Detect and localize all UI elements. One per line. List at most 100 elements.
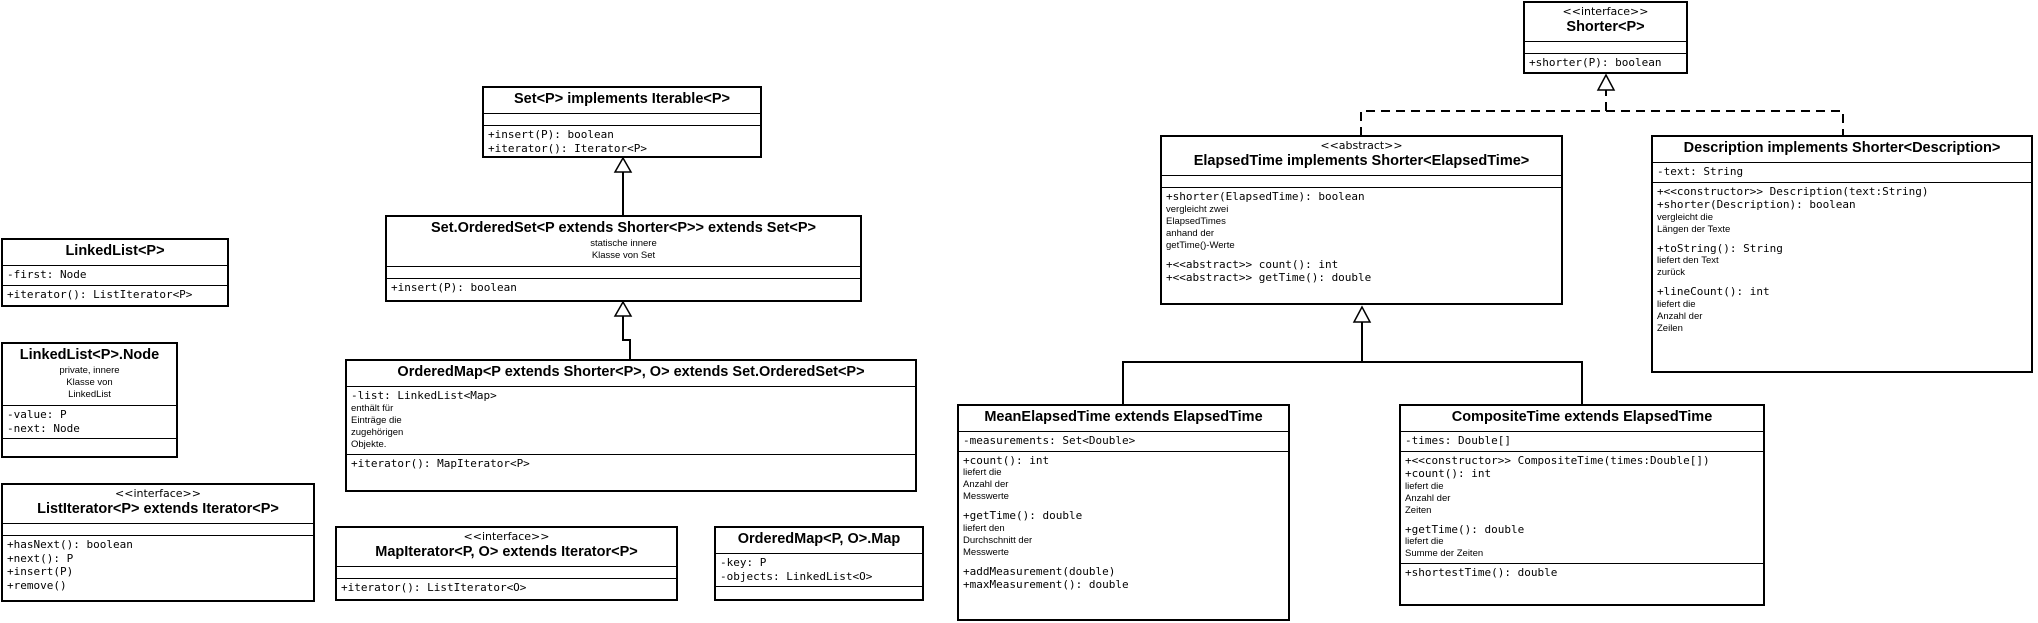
method-section: +iterator(): MapIterator<P> (347, 453, 915, 474)
method: +toString(): String (1657, 241, 1783, 255)
method: +count(): int (963, 453, 1050, 467)
method: +<<constructor>> CompositeTime(times:Dou… (1405, 453, 1710, 467)
realization-elapsedtime-shorter (1360, 110, 1844, 136)
attribute: -next: Node (7, 421, 80, 435)
attribute-description: Einträge die (351, 414, 402, 426)
attribute-section: -first: Node (3, 265, 227, 285)
stereotype-label: <<interface>> (115, 487, 201, 500)
attribute-description: zugehörigen (351, 426, 404, 438)
class-note: Klasse von Set (591, 250, 656, 261)
method-section: +shorter(P): boolean (1525, 53, 1686, 73)
method: +<<constructor>> Description(text:String… (1657, 184, 1929, 198)
method-section: +insert(P): boolean +iterator(): Iterato… (484, 125, 760, 158)
ordered-set-class: Set.OrderedSet<P extends Shorter<P>> ext… (385, 215, 862, 302)
class-name: CompositeTime extends ElapsedTime (1451, 409, 1713, 425)
composite-time-class: CompositeTime extends ElapsedTime -times… (1399, 404, 1765, 606)
attribute-section (387, 266, 860, 278)
class-name: ElapsedTime implements Shorter<ElapsedTi… (1193, 153, 1530, 169)
method-description: Anzahl der (1657, 310, 1703, 322)
attribute: -times: Double[] (1405, 434, 1511, 447)
class-name: MapIterator<P, O> extends Iterator<P> (375, 544, 638, 560)
map-iterator-interface: <<interface>> MapIterator<P, O> extends … (335, 526, 678, 601)
realization-arrowhead (1596, 73, 1616, 91)
stereotype-label: <<interface>> (463, 530, 550, 543)
method: +getTime(): double (1405, 522, 1525, 536)
method-description: vergleicht zwei (1166, 203, 1229, 215)
method-description: Messwerte (963, 546, 1009, 558)
method-description: liefert den Text (1657, 255, 1719, 266)
method: +lineCount(): int (1657, 285, 1770, 298)
list-iterator-interface: <<interface>> ListIterator<P> extends It… (1, 483, 315, 602)
method: +iterator(): ListIterator<P> (7, 287, 193, 301)
method: +next(): P (7, 551, 74, 565)
method-description: Summe der Zeiten (1405, 548, 1484, 559)
method-section: +shortestTime(): double (1401, 563, 1763, 583)
class-note: statische innere (590, 238, 657, 249)
generalization-arrowhead (613, 300, 633, 317)
stereotype-label: <<interface>> (1562, 5, 1649, 18)
ordered-map-class: OrderedMap<P extends Shorter<P>, O> exte… (345, 359, 917, 492)
attribute-section (3, 523, 313, 535)
generalization-subclasses-elapsedtime (1122, 361, 1583, 405)
attribute-section: -value: P -next: Node (3, 405, 176, 438)
method-description: Anzahl der (963, 479, 1009, 490)
method: +maxMeasurement(): double (963, 578, 1129, 591)
linked-list-node-class: LinkedList<P>.Node private, innere Klass… (1, 342, 178, 458)
class-name: OrderedMap<P, O>.Map (737, 531, 901, 547)
method-section (716, 586, 922, 598)
attribute-description: Objekte. (351, 438, 387, 450)
method-description: getTime()-Werte (1166, 239, 1235, 251)
method: +hasNext(): boolean (7, 538, 133, 551)
method-section: +iterator(): ListIterator<O> (337, 578, 676, 598)
attribute-section: -measurements: Set<Double> (959, 431, 1288, 451)
method-description: anhand der (1166, 227, 1215, 239)
attribute: -first: Node (7, 268, 87, 281)
attribute: -objects: LinkedList<O> (720, 569, 873, 583)
method: +iterator(): ListIterator<O> (341, 581, 527, 594)
attribute-description: enthält für (351, 402, 394, 414)
linked-list-class: LinkedList<P> -first: Node +iterator(): … (1, 238, 229, 307)
map-class: OrderedMap<P, O>.Map -key: P -objects: L… (714, 526, 924, 601)
method-description: ElapsedTimes (1166, 215, 1226, 227)
attribute-section (337, 566, 676, 578)
method-section: +count(): int liefert die Anzahl der Mes… (959, 450, 1288, 595)
attribute: -value: P (7, 408, 67, 421)
method-description: Längen der Texte (1657, 223, 1731, 235)
class-name: MeanElapsedTime extends ElapsedTime (984, 409, 1263, 425)
method: +insert(P): boolean (391, 281, 517, 294)
class-note: LinkedList (68, 389, 111, 400)
elapsed-time-class: <<abstract>> ElapsedTime implements Shor… (1160, 135, 1563, 305)
class-name: ListIterator<P> extends Iterator<P> (37, 501, 279, 517)
attribute-section: -text: String (1653, 162, 2031, 182)
method: +insert(P): boolean (488, 128, 614, 141)
attribute-section: -key: P -objects: LinkedList<O> (716, 553, 922, 586)
method-section (3, 438, 176, 450)
method: +count(): int (1405, 467, 1492, 480)
method-description: zurück (1657, 267, 1685, 278)
method-section: +hasNext(): boolean +next(): P +insert(P… (3, 535, 313, 595)
class-name: LinkedList<P>.Node (19, 347, 160, 363)
method-description: liefert den (963, 522, 1005, 534)
method: +getTime(): double (963, 509, 1083, 522)
method: +insert(P) (7, 565, 74, 578)
attribute-section: -times: Double[] (1401, 431, 1763, 451)
method-section: +insert(P): boolean (387, 278, 860, 298)
class-name: Set<P> implements Iterable<P> (514, 91, 730, 107)
generalization-orderedmap-orderedset (622, 316, 631, 360)
attribute: -key: P (720, 556, 767, 569)
method: +shorter(ElapsedTime): boolean (1166, 190, 1365, 203)
method-description: liefert die (963, 467, 1002, 478)
method-section: +<<constructor>> Description(text:String… (1653, 181, 2031, 338)
method-description: Zeiten (1405, 504, 1432, 516)
method-description: vergleicht die (1657, 211, 1713, 223)
attribute-section (1162, 175, 1561, 187)
method-section: +shorter(ElapsedTime): boolean vergleich… (1162, 187, 1561, 288)
method: +shortestTime(): double (1405, 566, 1558, 579)
method-description: liefert die (1657, 298, 1696, 310)
method-description: liefert die (1405, 480, 1444, 492)
attribute-section (1525, 41, 1686, 53)
class-name: Shorter<P> (1566, 19, 1645, 35)
attribute-section: -list: LinkedList<Map> enthält für Eintr… (347, 386, 915, 454)
class-name: Description implements Shorter<Descripti… (1683, 140, 2001, 156)
